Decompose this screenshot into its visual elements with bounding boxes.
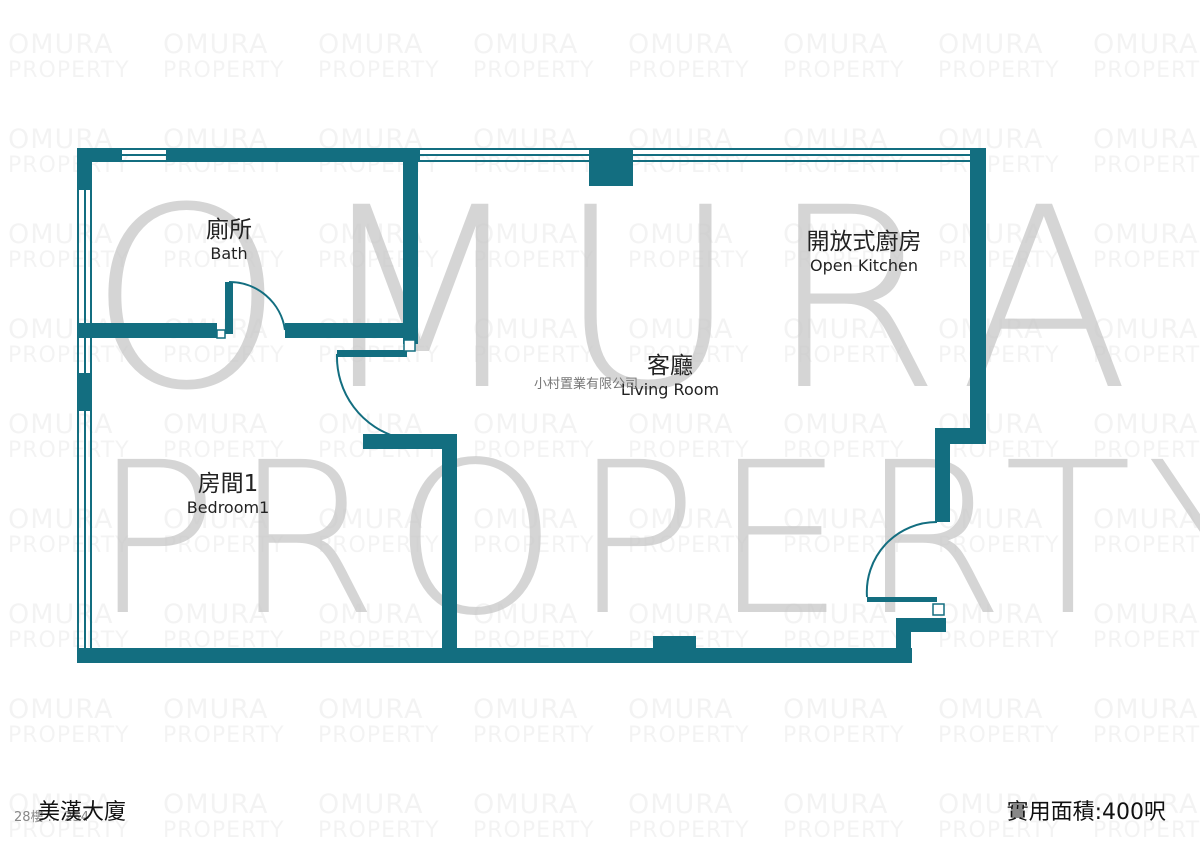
room-label-bedroom1: 房間1 Bedroom1 [187, 470, 270, 518]
wall-bedroom-right [442, 434, 457, 662]
wall-right-mid [935, 428, 950, 522]
wall-left-block [77, 373, 92, 411]
room-label-bath: 廁所 Bath [206, 216, 252, 264]
wall-bath-right [403, 148, 418, 344]
door-leaf-entrance [867, 597, 937, 602]
wall-bath-bottom-right [285, 323, 418, 338]
wall-entrance-step-h [896, 618, 946, 632]
company-name: 小村置業有限公司 [534, 377, 639, 392]
big-watermark-property: PROPERTY [92, 417, 1200, 662]
room-name-cn: 房間1 [197, 471, 259, 497]
room-label-kitchen: 開放式廚房 Open Kitchen [807, 228, 922, 276]
wall-right-upper [970, 148, 986, 444]
door-swing-bath [228, 280, 286, 331]
wall-bedroom-top-right [363, 434, 457, 449]
door-leaf-bedroom [337, 350, 407, 357]
building-name: 美漢大廈 [38, 800, 127, 825]
big-watermark-omura: OMURA [88, 154, 1159, 445]
room-name-en: Living Room [620, 380, 720, 399]
reference-code: 28樓 ... 254 [14, 810, 90, 825]
column-top [589, 148, 633, 186]
room-name-cn: 開放式廚房 [806, 229, 922, 255]
wall-left-corner [77, 148, 92, 190]
column-bottom [653, 636, 696, 650]
room-name-en: Bedroom1 [186, 498, 270, 517]
wall-top-bath [166, 148, 420, 162]
door-swing-bedroom [335, 353, 401, 439]
wall-bath-bottom-left [77, 323, 217, 338]
door-swing-entrance [865, 520, 938, 598]
room-name-cn: 廁所 [206, 217, 252, 243]
saleable-area: 實用面積:400呎 [1006, 800, 1166, 825]
room-name-en: Bath [210, 244, 248, 263]
room-label-living: 客廳 Living Room [621, 352, 719, 400]
wall-bottom [77, 648, 912, 663]
room-name-en: Open Kitchen [810, 256, 918, 275]
room-name-cn: 客廳 [647, 353, 693, 379]
door-leaf-bath [225, 282, 233, 334]
